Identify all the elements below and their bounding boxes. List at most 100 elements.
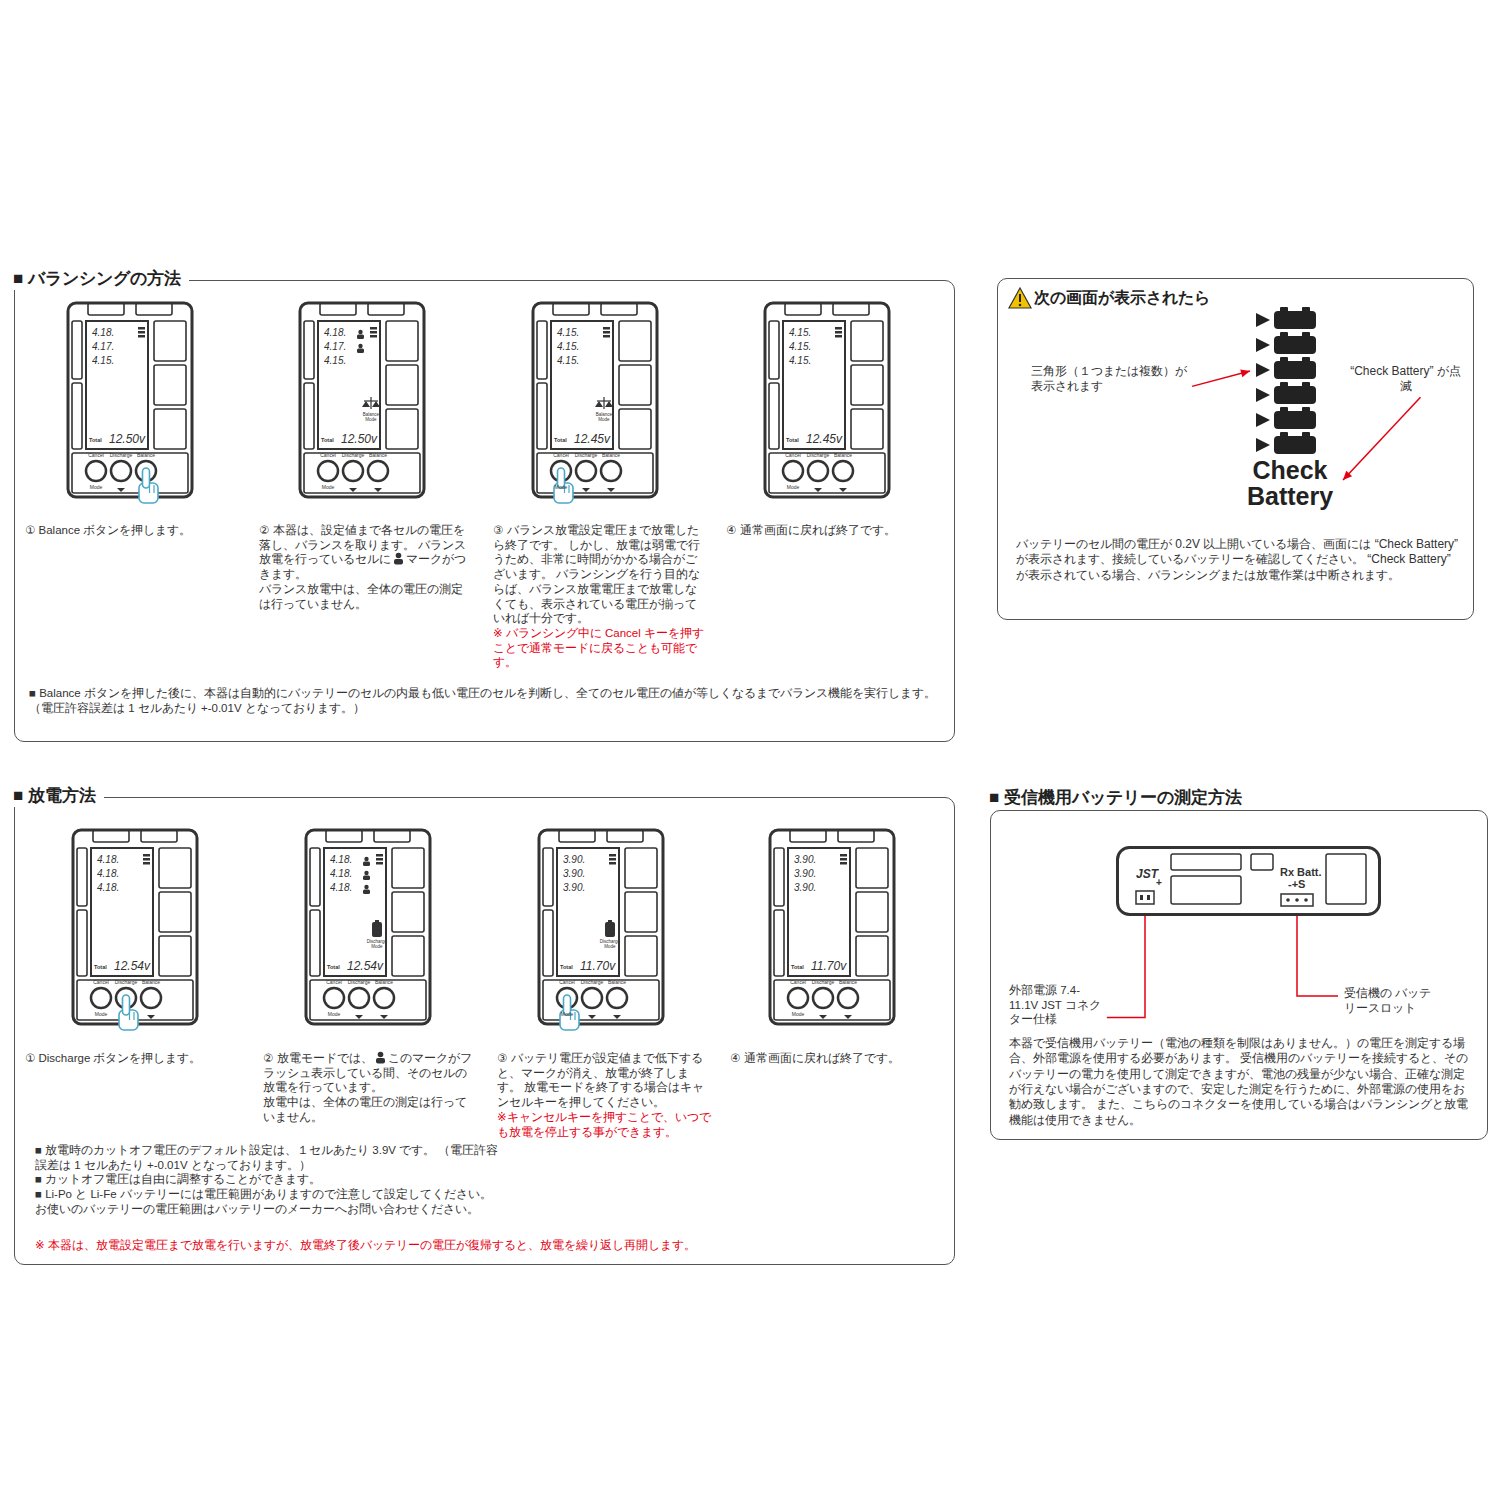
push-button <box>349 988 369 1008</box>
button-label: Discharge <box>111 980 141 985</box>
caption-text: 放電中は、全体の電圧の測定は行っていません。 <box>263 1096 467 1123</box>
housing-slot <box>607 830 643 842</box>
housing-slot <box>769 453 885 493</box>
lcd-screen <box>551 321 613 449</box>
pointing-hand <box>568 485 569 493</box>
housing-slot <box>851 321 883 361</box>
button-label: Balance <box>602 980 632 985</box>
push-button <box>343 461 363 481</box>
button-label: Mode <box>778 485 808 490</box>
button-label: Balance <box>131 453 161 458</box>
caption-text: ■ Balance ボタンを押した後に、本器は自動的にバッテリーのセルの内最も低… <box>29 687 936 714</box>
housing-slot <box>543 910 553 976</box>
caption-text: ④ 通常画面に戻れば終了です。 <box>726 524 896 536</box>
battery-icon <box>1302 357 1310 362</box>
down-arrow <box>839 488 847 492</box>
section-panel: 次の画面が表示されたら三角形（１つまたは複数）が表示されます“Check Bat… <box>997 278 1474 620</box>
lcd-reading: Total <box>327 965 340 971</box>
device-illustration <box>66 301 194 499</box>
button-label: Mode <box>86 1012 116 1017</box>
lcd-reading: 3.90. <box>563 855 585 865</box>
lcd-screen <box>86 321 148 449</box>
button-label: Discharge <box>338 453 368 458</box>
housing-slot <box>601 303 637 315</box>
housing-slot <box>374 830 410 842</box>
caption-text: ③ バランス放電設定電圧まで放電したら終了です。 しかし、放電は弱電で行うため、… <box>493 524 700 624</box>
housing-slot <box>1326 854 1366 904</box>
receiver-device: JST+Rx Batt.-+S <box>1116 846 1381 916</box>
lcd-reading: 4.15. <box>557 342 579 352</box>
level-bar <box>835 335 842 338</box>
lcd-reading: 4.18. <box>92 328 114 338</box>
device-housing <box>68 303 192 497</box>
housing-slot <box>392 936 424 976</box>
button-label: Mode <box>81 485 111 490</box>
push-button <box>86 461 106 481</box>
device-housing <box>770 830 894 1024</box>
push-button <box>788 988 808 1008</box>
housing-slot <box>326 830 362 842</box>
housing-slot <box>304 321 314 379</box>
device-housing <box>73 830 197 1024</box>
lcd-reading: 4.18. <box>330 883 352 893</box>
housing-slot <box>392 848 424 888</box>
button-label: Balance <box>363 453 393 458</box>
caption-text: “Check Battery” が点滅 <box>1350 364 1461 393</box>
checker-device: 4.15.4.15.4.15.Total12.45vCancelDischarg… <box>531 301 659 499</box>
battery-icon <box>1302 407 1310 412</box>
caption-block: ④ 通常画面に戻れば終了です。 <box>730 1051 945 1066</box>
balance-icon <box>372 401 380 407</box>
housing-slot <box>141 830 177 842</box>
discharge-icon <box>375 920 379 923</box>
level-bar <box>609 862 616 865</box>
warning-triangle <box>1256 438 1270 452</box>
caption-block: ① Balance ボタンを押します。 <box>25 523 240 538</box>
housing-slot <box>310 980 426 1020</box>
housing-slot <box>154 365 186 405</box>
connector-pin <box>1295 898 1299 902</box>
connector-label: + <box>1156 878 1162 888</box>
rx-connector <box>1281 894 1313 906</box>
battery-icon <box>1302 332 1310 337</box>
device-illustration <box>298 301 426 499</box>
push-button <box>91 988 111 1008</box>
housing-slot <box>769 321 779 379</box>
balance-icon <box>370 397 371 409</box>
housing-slot <box>774 848 784 906</box>
battery-icon <box>1280 357 1288 362</box>
balance-icon <box>603 397 604 409</box>
button-label: Discharge <box>344 980 374 985</box>
button-label: Cancel <box>81 453 111 458</box>
housing-slot <box>310 848 320 906</box>
lcd-reading: 4.18. <box>324 328 346 338</box>
caption-text: ② 放電モードでは、 <box>263 1052 373 1064</box>
caption-block: ■ 放電時のカットオフ電圧のデフォルト設定は、１セルあたり 3.9V です。 （… <box>35 1143 505 1217</box>
cell-mark <box>363 890 370 895</box>
caption-block: ② 放電モードでは、このマークがフラッシュ表示している間、そのセルの放電を行って… <box>263 1051 478 1125</box>
housing-slot <box>856 892 888 932</box>
push-button <box>368 461 388 481</box>
discharge-icon <box>605 922 615 937</box>
battery-icon <box>1280 382 1288 387</box>
down-arrow <box>582 488 590 492</box>
device-housing <box>539 830 663 1024</box>
connector-label: JST <box>1136 868 1158 880</box>
button-label: Mode <box>313 485 343 490</box>
caption-text: ④ 通常画面に戻れば終了です。 <box>730 1052 900 1064</box>
housing-slot <box>310 910 320 976</box>
caption-block: ② 本器は、設定値まで各セルの電圧を落し、バランスを取ります。 バランス放電を行… <box>259 523 474 611</box>
lcd-reading: 3.90. <box>563 883 585 893</box>
push-button <box>374 988 394 1008</box>
cell-mark <box>358 330 362 334</box>
caption-block: ③ バッテリ電圧が設定値まで低下すると、マークが消え、放電が終了します。 放電モ… <box>497 1051 712 1139</box>
pointing-hand <box>574 1012 575 1020</box>
housing-slot <box>537 383 547 449</box>
housing-slot <box>304 383 314 449</box>
lcd-reading: 3.90. <box>794 883 816 893</box>
cell-mark <box>357 335 364 340</box>
battery-icon <box>1280 432 1288 437</box>
caption-block: ③ バランス放電設定電圧まで放電したら終了です。 しかし、放電は弱電で行うため、… <box>493 523 708 670</box>
down-arrow <box>117 488 125 492</box>
level-bar <box>603 327 610 330</box>
level-bar <box>143 854 150 857</box>
